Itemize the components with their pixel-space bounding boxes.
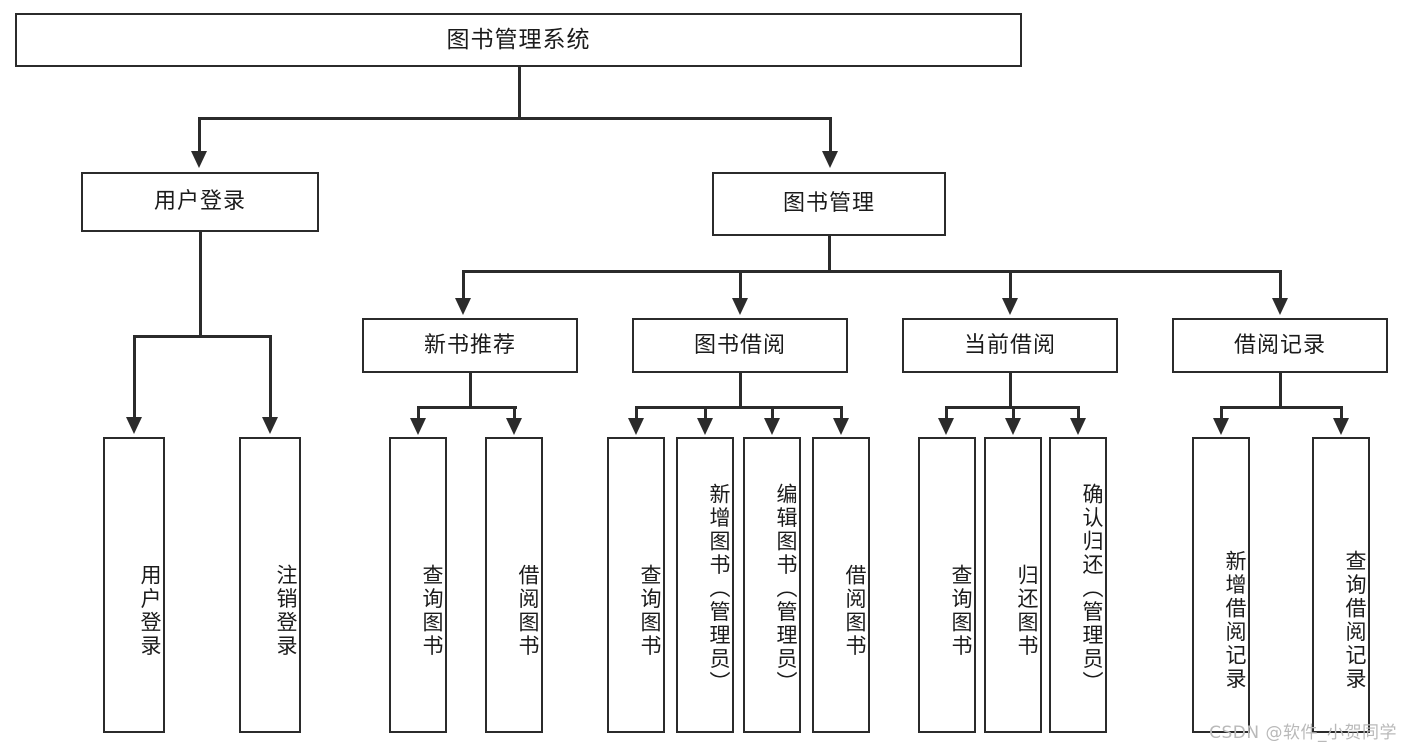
connector-current-borrow-branch-1 [945,406,948,420]
node-label: 用户登录 [153,189,246,215]
leaf-user-logout[interactable]: 注销登录 [239,437,301,733]
arrow-book-borrow-leaf-1 [628,418,644,435]
connector-new-book-trunk [469,373,472,408]
connector-current-borrow-branch-2 [1012,406,1015,420]
connector-borrow-record-branch-1 [1220,406,1223,420]
arrow-user-login-leaf-1 [126,417,142,434]
leaf-return-book[interactable]: 归还图书 [984,437,1042,733]
arrow-user-login-leaf-2 [262,417,278,434]
connector-to-book-borrow [739,270,742,300]
arrow-to-borrow-record [1272,298,1288,315]
connector-current-borrow-trunk [1009,373,1012,408]
connector-root-trunk [518,67,521,119]
node-label: 图书借阅 [693,332,786,358]
node-root-library-system[interactable]: 图书管理系统 [15,13,1022,67]
leaf-borrow-book[interactable]: 借阅图书 [812,437,870,733]
node-current-borrow[interactable]: 当前借阅 [902,318,1118,373]
connector-borrow-record-branch-2 [1340,406,1343,420]
leaf-confirm-return-admin[interactable]: 确认归还（管理员） [1049,437,1107,733]
node-label: 编辑图书（管理员） [774,483,798,695]
connector-book-borrow-branch-3 [771,406,774,420]
connector-level3-bus [463,270,1280,273]
connector-book-borrow-branch-4 [840,406,843,420]
node-label: 查询图书 [420,564,444,658]
leaf-query-book-recommend[interactable]: 查询图书 [389,437,447,733]
node-new-book-recommend[interactable]: 新书推荐 [362,318,578,373]
leaf-edit-book-admin[interactable]: 编辑图书（管理员） [743,437,801,733]
connector-user-login-branch-1 [133,335,136,419]
connector-to-user-login [198,117,201,155]
connector-new-book-branch-1 [417,406,420,420]
arrow-borrow-record-leaf-2 [1333,418,1349,435]
node-book-management[interactable]: 图书管理 [712,172,946,236]
node-label: 查询图书 [638,564,662,658]
connector-to-book-manage [829,117,832,155]
node-label: 查询借阅记录 [1343,549,1367,691]
node-label: 借阅图书 [516,564,540,658]
arrow-to-user-login [191,151,207,168]
connector-new-book-branch-2 [513,406,516,420]
connector-level2-bus [199,117,831,120]
arrow-to-current-borrow [1002,298,1018,315]
connector-borrow-record-bus [1221,406,1341,409]
arrow-current-borrow-leaf-3 [1070,418,1086,435]
node-label: 图书管理系统 [446,26,591,53]
node-label: 借阅图书 [843,564,867,658]
csdn-watermark: CSDN @软件_小贺同学 [1209,723,1397,743]
connector-to-borrow-record [1279,270,1282,300]
leaf-add-borrow-record[interactable]: 新增借阅记录 [1192,437,1250,733]
arrow-borrow-record-leaf-1 [1213,418,1229,435]
node-label: 借阅记录 [1233,332,1326,358]
node-label: 图书管理 [782,191,875,217]
arrow-to-book-borrow [732,298,748,315]
arrow-to-new-book [455,298,471,315]
leaf-borrow-book-recommend[interactable]: 借阅图书 [485,437,543,733]
connector-to-current-borrow [1009,270,1012,300]
arrow-to-book-manage [822,151,838,168]
connector-book-borrow-branch-2 [704,406,707,420]
arrow-book-borrow-leaf-4 [833,418,849,435]
node-label: 新增借阅记录 [1223,549,1247,691]
connector-user-login-branch-2 [269,335,272,419]
arrow-new-book-leaf-2 [506,418,522,435]
connector-book-borrow-bus [636,406,842,409]
arrow-current-borrow-leaf-1 [938,418,954,435]
connector-user-login-trunk [199,232,202,337]
node-label: 用户登录 [138,564,162,658]
connector-book-manage-trunk [828,236,831,272]
leaf-query-book-borrow[interactable]: 查询图书 [607,437,665,733]
arrow-current-borrow-leaf-2 [1005,418,1021,435]
leaf-user-login[interactable]: 用户登录 [103,437,165,733]
connector-user-login-bus [134,335,271,338]
node-label: 查询图书 [949,564,973,658]
node-borrow-record[interactable]: 借阅记录 [1172,318,1388,373]
node-label: 注销登录 [274,564,298,658]
connector-book-borrow-branch-1 [635,406,638,420]
node-label: 新增图书（管理员） [707,483,731,695]
arrow-new-book-leaf-1 [410,418,426,435]
node-label: 当前借阅 [963,332,1056,358]
arrow-book-borrow-leaf-2 [697,418,713,435]
connector-book-borrow-trunk [739,373,742,408]
connector-to-new-book [462,270,465,300]
node-label: 归还图书 [1015,564,1039,658]
leaf-query-borrow-record[interactable]: 查询借阅记录 [1312,437,1370,733]
node-label: 新书推荐 [423,332,516,358]
node-book-borrow[interactable]: 图书借阅 [632,318,848,373]
node-user-login[interactable]: 用户登录 [81,172,319,232]
leaf-add-book-admin[interactable]: 新增图书（管理员） [676,437,734,733]
arrow-book-borrow-leaf-3 [764,418,780,435]
node-label: 确认归还（管理员） [1080,483,1104,695]
leaf-query-book-current[interactable]: 查询图书 [918,437,976,733]
connector-current-borrow-branch-3 [1077,406,1080,420]
connector-borrow-record-trunk [1279,373,1282,408]
connector-new-book-bus [418,406,517,409]
